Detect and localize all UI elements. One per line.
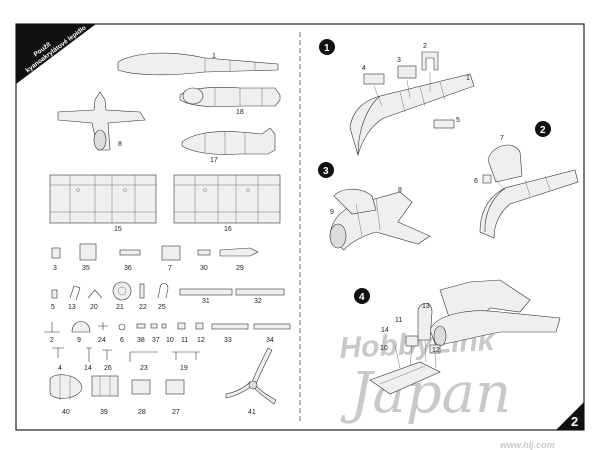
step-1-number: 1: [324, 43, 330, 54]
step-1: 1 4 3 2 1 5: [319, 39, 475, 157]
label-part_labels-10: 30: [200, 265, 208, 272]
label-part_labels-31: 4: [58, 365, 62, 372]
step-2-number: 2: [540, 125, 546, 136]
step-1-marker: [319, 39, 335, 55]
label-part_labels-25: 37: [152, 337, 160, 344]
label-part_labels-3: 17: [210, 157, 218, 164]
label-part_labels-13: 13: [68, 304, 76, 311]
label-part_labels-40: 41: [248, 409, 256, 416]
step-4-number: 4: [359, 292, 365, 303]
label-step4_labels-1: 11: [395, 317, 402, 324]
label-step4_labels-2: 14: [381, 327, 389, 334]
label-part_labels-16: 22: [139, 304, 147, 311]
part-labels: 1 18 8 17 15 16 3 35 36 7 30 29 5 13 20 …: [50, 53, 274, 416]
label-step3_labels-1: 9: [330, 209, 334, 216]
label-step4_labels-3: 10: [380, 345, 388, 352]
small-parts-row-2: [51, 281, 285, 301]
label-step1_labels-4: 5: [456, 117, 460, 124]
label-step1_labels-0: 4: [362, 65, 366, 72]
part-17: [181, 127, 276, 155]
label-part_labels-9: 7: [168, 265, 172, 272]
small-parts-row-3: [44, 321, 291, 333]
label-part_labels-28: 12: [197, 337, 205, 344]
step-4: 4 13 11 14 10 12: [354, 279, 561, 395]
label-part_labels-12: 5: [51, 304, 55, 311]
page-number-tab: 2: [556, 402, 584, 430]
label-part_labels-35: 19: [180, 365, 188, 372]
watermark-url: www.hlj.com: [500, 440, 555, 450]
label-step3_labels-0: 8: [398, 187, 402, 194]
label-part_labels-14: 20: [90, 304, 98, 311]
label-part_labels-29: 33: [224, 337, 232, 344]
step-3: 3 8 9: [318, 162, 431, 251]
label-part_labels-27: 11: [181, 337, 188, 344]
part-15: [49, 174, 157, 224]
label-step4_labels-4: 12: [432, 347, 440, 354]
label-part_labels-22: 24: [98, 337, 106, 344]
label-part_labels-33: 26: [104, 365, 112, 372]
step-3-number: 3: [323, 166, 329, 177]
label-part_labels-5: 16: [224, 226, 232, 233]
label-part_labels-26: 10: [166, 337, 174, 344]
label-part_labels-18: 31: [202, 298, 210, 305]
label-part_labels-11: 29: [236, 265, 244, 272]
step-2: 2 7 6: [474, 121, 579, 239]
label-part_labels-32: 14: [84, 365, 92, 372]
label-part_labels-39: 27: [172, 409, 180, 416]
part-1: [117, 52, 279, 76]
label-part_labels-0: 1: [212, 53, 216, 60]
step-2-marker: [535, 121, 551, 137]
label-part_labels-24: 38: [137, 337, 145, 344]
label-part_labels-15: 21: [116, 304, 124, 311]
page-number: 2: [571, 414, 578, 429]
small-parts-row-1: [51, 243, 259, 261]
label-part_labels-1: 18: [236, 109, 244, 116]
label-step2_labels-1: 6: [474, 178, 478, 185]
label-part_labels-30: 34: [266, 337, 274, 344]
part-8: [57, 91, 146, 151]
label-step1_labels-2: 2: [423, 43, 427, 50]
label-part_labels-8: 36: [124, 265, 132, 272]
label-part_labels-6: 3: [53, 265, 57, 272]
small-parts-row-5: [49, 374, 185, 400]
label-step4_labels-0: 13: [422, 303, 430, 310]
label-part_labels-19: 32: [254, 298, 262, 305]
label-part_labels-7: 35: [82, 265, 90, 272]
label-part_labels-23: 6: [120, 337, 124, 344]
label-step2_labels-0: 7: [500, 135, 504, 142]
step-3-marker: [318, 162, 334, 178]
label-part_labels-4: 15: [114, 226, 122, 233]
label-part_labels-37: 39: [100, 409, 108, 416]
label-part_labels-17: 25: [158, 304, 166, 311]
part-16: [173, 174, 281, 224]
label-part_labels-2: 8: [118, 141, 122, 148]
label-part_labels-34: 23: [140, 365, 148, 372]
label-part_labels-38: 28: [138, 409, 146, 416]
step-4-marker: [354, 288, 370, 304]
label-step1_labels-1: 3: [397, 57, 401, 64]
label-part_labels-21: 9: [77, 337, 81, 344]
label-part_labels-20: 2: [50, 337, 54, 344]
label-part_labels-36: 40: [62, 409, 70, 416]
label-step1_labels-3: 1: [466, 75, 470, 82]
part-41: [225, 347, 277, 405]
small-parts-row-4: [52, 347, 200, 362]
part-18: [179, 86, 281, 108]
